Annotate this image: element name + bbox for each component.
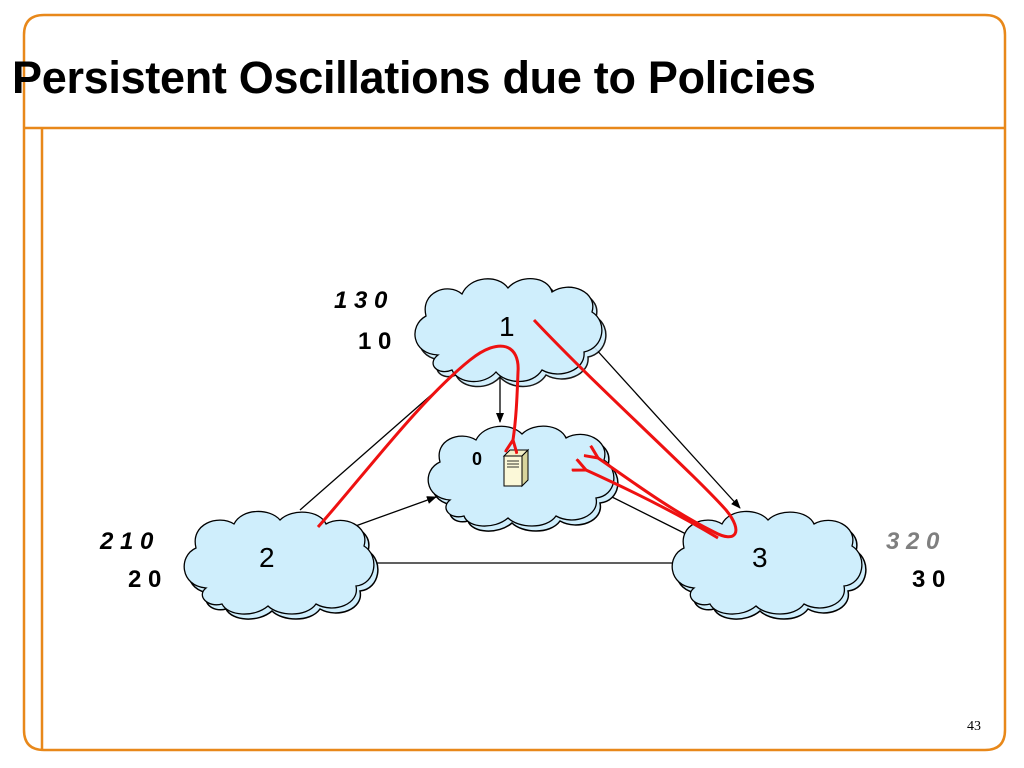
- slide-border: [22, 13, 1007, 752]
- node-3-label: 3: [752, 542, 768, 573]
- node-1-label: 1: [499, 311, 515, 342]
- link-1-to-3: [583, 335, 741, 509]
- cloud-node-1: [414, 278, 607, 388]
- link-2-to-0: [349, 496, 437, 529]
- page-number: 43: [967, 719, 981, 734]
- path-1-3-0: [532, 318, 738, 539]
- link-3-to-0: [597, 489, 691, 537]
- path-3-2-0: [586, 470, 719, 540]
- cloud-node-2: [183, 510, 379, 620]
- node-2-preferred-path: 2 1 0: [100, 528, 154, 555]
- node-2-label: 2: [259, 542, 275, 573]
- server-icon: [502, 448, 530, 488]
- node-3-alternate-path: 3 0: [912, 566, 946, 593]
- node-3-preferred-path: 3 2 0: [886, 528, 940, 555]
- node-2-alternate-path: 2 0: [128, 566, 162, 593]
- destination-label: 0: [472, 449, 483, 469]
- cloud-node-3: [671, 510, 867, 620]
- path-2-1-0: [316, 344, 520, 528]
- node-1-preferred-path: 1 3 0: [334, 287, 388, 314]
- node-1-alternate-path: 1 0: [358, 328, 392, 355]
- slide-title: Persistent Oscillations due to Policies: [12, 52, 816, 103]
